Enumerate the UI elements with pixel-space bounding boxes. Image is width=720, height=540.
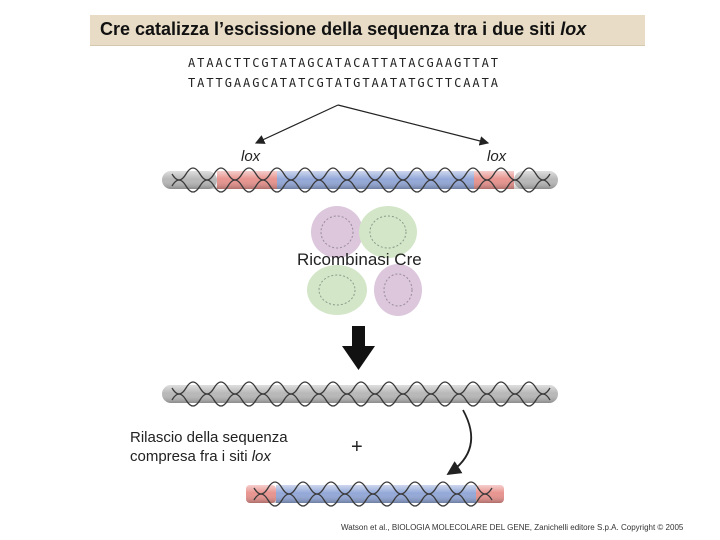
release-caption: Rilascio della sequenza compresa fra i s… — [130, 428, 288, 466]
sequence-top-strand: ATAACTTCGTATAGCATACATTATACGAAGTTAT — [188, 56, 500, 70]
release-line-2-lox: lox — [251, 448, 271, 465]
plus-sign: + — [351, 436, 363, 458]
release-line-2-text: compresa fra i siti — [130, 448, 248, 465]
release-line-1: Rilascio della sequenza — [130, 429, 288, 446]
cre-subunit-purple-top — [311, 206, 363, 258]
dna-strand-initial — [162, 167, 558, 193]
cre-subunit-purple-bottom — [374, 264, 422, 316]
title-banner: Cre catalizza l’escissione della sequenz… — [90, 15, 645, 46]
lox-label-right: lox — [487, 148, 507, 165]
cre-subunit-green-bottom — [307, 265, 367, 315]
title-italic-lox: lox — [560, 19, 587, 39]
dna-strand-excised — [246, 481, 504, 507]
cre-recombinase-label: Ricombinasi Cre — [297, 250, 422, 269]
copyright-credit: Watson et al., BIOLOGIA MOLECOLARE DEL G… — [341, 523, 684, 532]
release-line-2: compresa fra i siti lox — [130, 447, 288, 466]
down-arrow-icon — [342, 326, 375, 370]
dna-strand-recombined — [162, 381, 558, 407]
cre-subunit-green-top — [359, 206, 417, 258]
sequence-bottom-strand: TATTGAAGCATATCGTATGTAATATGCTTCAATA — [188, 76, 500, 90]
curved-arrow — [446, 409, 473, 475]
cre-recombinase-tetramer — [307, 206, 422, 316]
pointer-line-left — [254, 104, 339, 144]
title-text: Cre catalizza l’escissione della sequenz… — [100, 19, 556, 39]
page-title: Cre catalizza l’escissione della sequenz… — [100, 19, 586, 40]
pointer-line-right — [337, 104, 490, 146]
lox-label-left: lox — [241, 148, 261, 165]
